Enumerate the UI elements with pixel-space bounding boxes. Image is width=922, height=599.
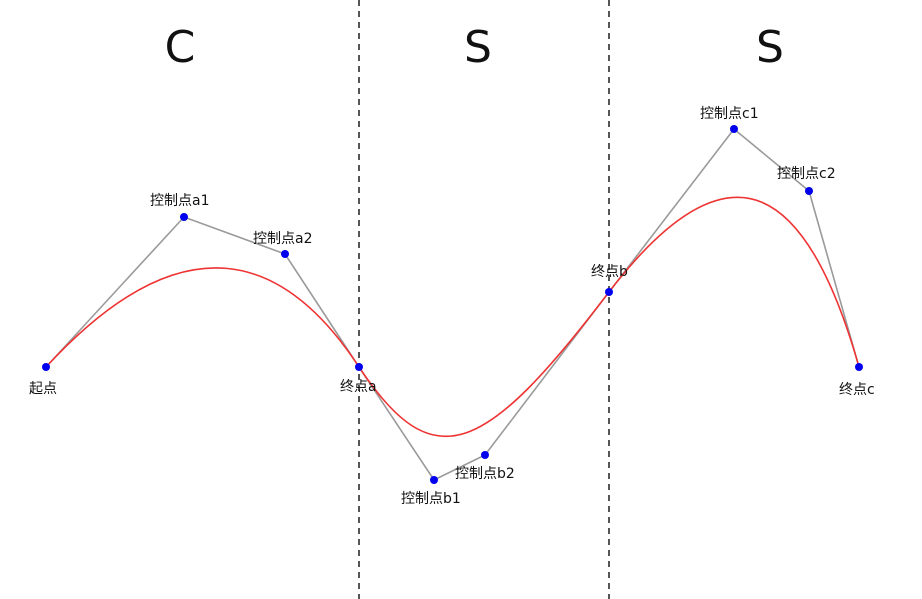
bezier-curve-b [358,291,610,438]
point-ctrl-b2 [481,451,489,459]
label-ctrl-a1: 控制点a1 [150,193,210,209]
point-end-c [855,363,863,371]
label-ctrl-c1: 控制点c1 [700,106,759,122]
section-letter-c: C [165,22,196,73]
label-ctrl-c2: 控制点c2 [777,166,836,182]
point-start [42,363,50,371]
point-end-b [605,288,613,296]
bezier-curve-a [45,267,360,368]
label-ctrl-b2: 控制点b2 [455,466,515,482]
control-polygon-b [358,291,610,482]
section-letter-s1: S [464,22,492,73]
control-polygon-a [45,216,360,368]
control-polygon-c [608,127,860,368]
point-end-a [355,363,363,371]
label-end-a: 终点a [340,379,377,395]
point-ctrl-a2 [281,250,289,258]
bezier-curve-c [608,196,860,368]
point-ctrl-b1 [430,476,438,484]
label-ctrl-b1: 控制点b1 [401,491,461,507]
section-letter-s2: S [756,22,784,73]
label-end-c: 终点c [839,382,875,398]
point-ctrl-a1 [180,213,188,221]
label-end-b: 终点b [591,264,628,280]
point-ctrl-c1 [730,125,738,133]
point-ctrl-c2 [805,187,813,195]
label-ctrl-a2: 控制点a2 [253,231,313,247]
label-start: 起点 [29,381,57,397]
